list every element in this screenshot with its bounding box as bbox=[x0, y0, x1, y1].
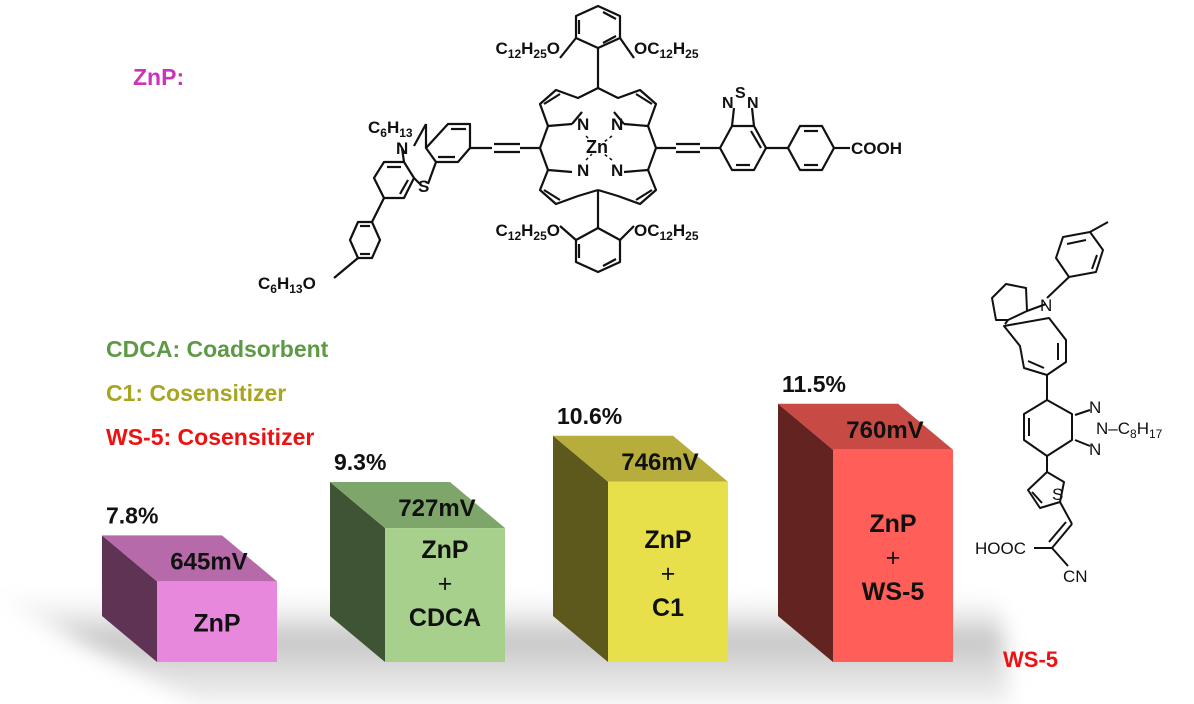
bar-side-face bbox=[102, 535, 157, 662]
benzothiadiazole bbox=[718, 107, 788, 172]
bar-voc-label: 746mV bbox=[621, 449, 698, 476]
bar-2: 746mV 10.6% ZnP + C1 bbox=[553, 403, 728, 662]
label-n-triazole: N bbox=[1089, 398, 1101, 417]
label-n: N bbox=[611, 161, 623, 180]
hexyloxyphenyl-ring bbox=[333, 220, 382, 279]
bar-top-face bbox=[778, 403, 953, 450]
bar-voc-label: 727mV bbox=[398, 495, 475, 522]
label-n-btd: N bbox=[722, 95, 734, 112]
bar-composition-label: WS-5 bbox=[862, 578, 925, 606]
bar-composition-label: + bbox=[661, 560, 676, 588]
bar-composition-label: ZnP bbox=[421, 536, 468, 564]
bar-top-face bbox=[553, 435, 728, 482]
label-n-btd: N bbox=[747, 95, 759, 112]
bar-composition-label: + bbox=[438, 570, 453, 598]
label-c12-top-right: OC12H25 bbox=[634, 39, 699, 61]
bar-front-face bbox=[608, 481, 728, 662]
label-n-octyl: N–C8H17 bbox=[1096, 419, 1163, 441]
label-s-thiophene: S bbox=[1052, 485, 1063, 504]
benzotriazole bbox=[1023, 399, 1091, 472]
label-n: N bbox=[577, 161, 589, 180]
bottom-phenyl-ring bbox=[559, 190, 635, 274]
label-n: N bbox=[577, 115, 589, 134]
benzoic-acid-ring bbox=[786, 124, 850, 172]
bar-side-face bbox=[778, 403, 833, 662]
phenothiazine-ring-right bbox=[413, 122, 472, 164]
bar-1: 727mV 9.3% ZnP + CDCA bbox=[330, 449, 505, 662]
bar-front-face bbox=[833, 449, 953, 662]
legend-cdca: CDCA: Coadsorbent bbox=[106, 336, 329, 362]
tolyl-ring bbox=[1046, 221, 1109, 299]
thiophene-ring bbox=[1027, 471, 1073, 567]
bar-composition-label: C1 bbox=[652, 594, 684, 622]
znp-structure: C12H25O OC12H25 C12H25O OC12H25 N N N N … bbox=[258, 4, 902, 296]
bar-front-face bbox=[157, 581, 277, 662]
bar-composition-label: + bbox=[886, 544, 901, 572]
cyclopentaindoline bbox=[991, 283, 1067, 400]
bar-composition-label: ZnP bbox=[193, 610, 240, 638]
label-n-phenothiazine: N bbox=[396, 139, 408, 158]
label-cn: CN bbox=[1063, 567, 1088, 586]
label-s-btd: S bbox=[735, 85, 746, 102]
bar-side-face bbox=[553, 435, 608, 662]
bar-composition-label: ZnP bbox=[644, 526, 691, 554]
bar-composition-label: ZnP bbox=[869, 510, 916, 538]
left-alkyne bbox=[470, 142, 540, 154]
ws5-structure: N N N N–C8H17 S HOOC CN bbox=[975, 221, 1163, 586]
bar-front-face bbox=[385, 528, 505, 662]
top-phenyl-ring bbox=[559, 4, 635, 88]
zn-coordination-bonds bbox=[585, 135, 613, 161]
bar-efficiency-label: 9.3% bbox=[334, 449, 386, 475]
bar-composition-label: CDCA bbox=[409, 604, 481, 632]
bar-efficiency-label: 7.8% bbox=[106, 502, 158, 528]
legend-ws5: WS-5: Cosensitizer bbox=[106, 424, 315, 450]
bar-efficiency-label: 10.6% bbox=[557, 403, 622, 429]
bar-0: 645mV 7.8% ZnP bbox=[102, 502, 277, 662]
legend-c1: C1: Cosensitizer bbox=[106, 380, 287, 406]
right-alkyne bbox=[656, 142, 720, 154]
label-s-phenothiazine: S bbox=[418, 177, 429, 196]
znp-title: ZnP: bbox=[133, 64, 185, 90]
ws5-name-label: WS-5 bbox=[1003, 647, 1058, 672]
bar-efficiency-label: 11.5% bbox=[782, 371, 846, 397]
label-n: N bbox=[611, 115, 623, 134]
bar-voc-label: 645mV bbox=[170, 548, 247, 575]
porphyrin-core bbox=[538, 87, 658, 206]
label-c12-bottom-right: OC12H25 bbox=[634, 221, 699, 243]
label-n-amine: N bbox=[1040, 296, 1052, 315]
bar-side-face bbox=[330, 482, 385, 662]
bar-top-face bbox=[102, 535, 277, 582]
label-zn: Zn bbox=[586, 137, 608, 157]
bar-top-face bbox=[330, 482, 505, 529]
bar-voc-label: 760mV bbox=[846, 417, 923, 444]
label-hooc: HOOC bbox=[975, 539, 1026, 558]
label-cooh: COOH bbox=[851, 139, 902, 158]
label-n-triazole: N bbox=[1089, 440, 1101, 459]
phenothiazine-ring-left bbox=[371, 147, 438, 223]
